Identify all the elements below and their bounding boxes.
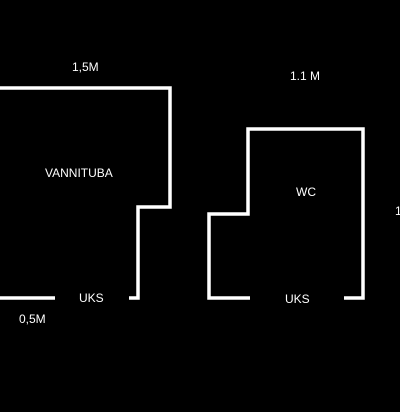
bathroom-door-label: UKS bbox=[79, 291, 104, 305]
toilet-walls bbox=[207, 127, 365, 300]
bathroom-walls bbox=[0, 86, 172, 300]
toilet-door-label: UKS bbox=[285, 292, 310, 306]
bathroom-name-label: VANNITUBA bbox=[45, 166, 113, 180]
toilet-name-label: WC bbox=[296, 185, 316, 199]
bathroom-door-width-label: 0,5M bbox=[19, 312, 46, 326]
toilet-side-label-partial: 1 bbox=[395, 204, 400, 218]
toilet-width-label: 1.1 M bbox=[290, 69, 320, 83]
bathroom-width-label: 1,5M bbox=[72, 60, 99, 74]
